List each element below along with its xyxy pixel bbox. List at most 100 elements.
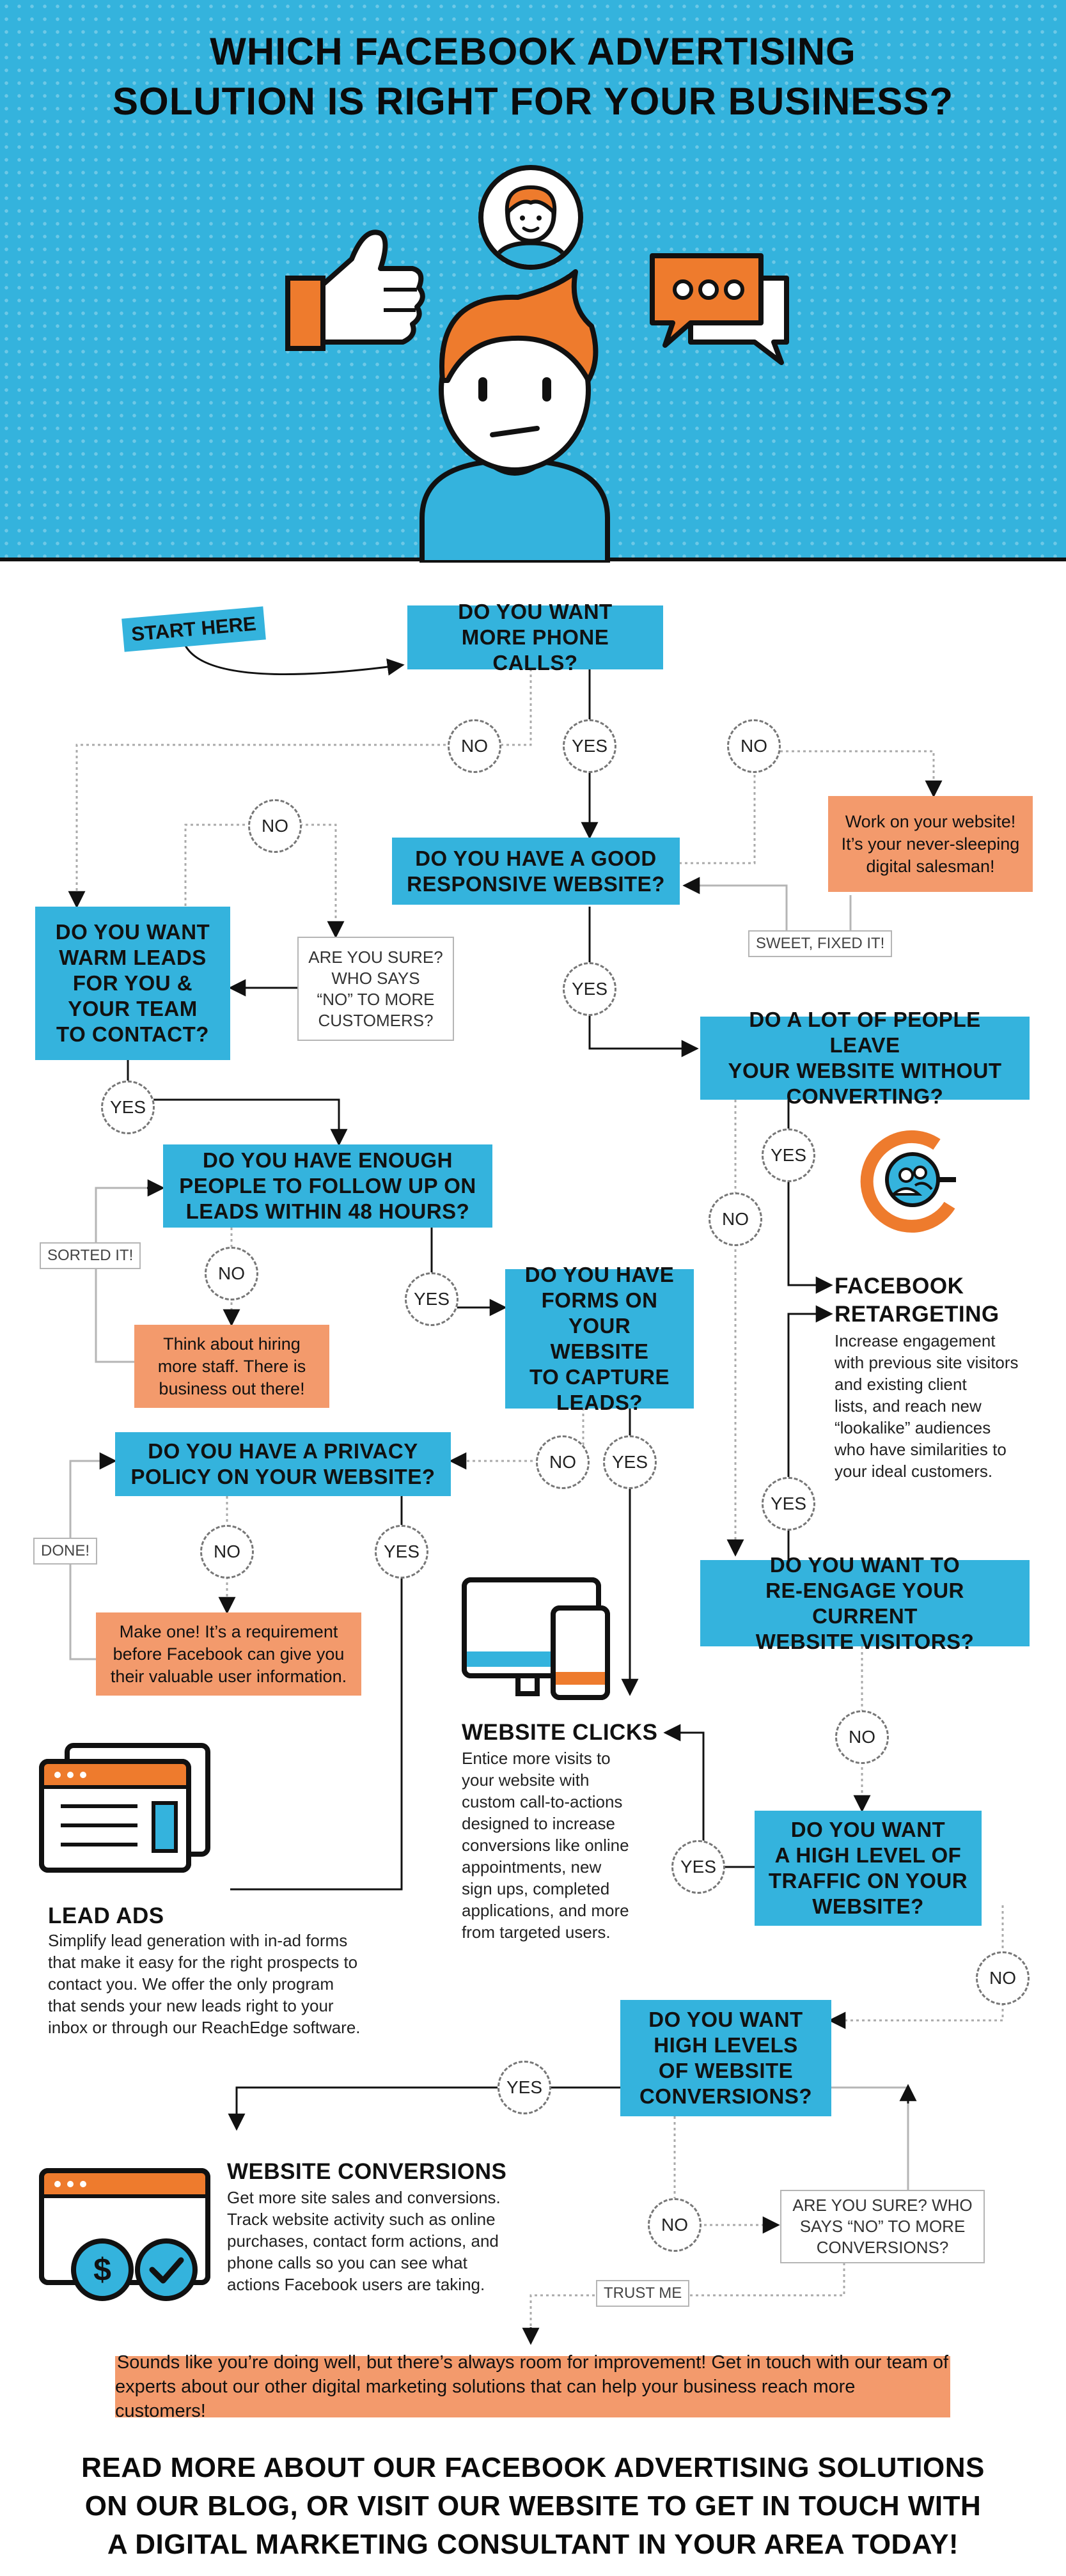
box-line: WHO SAYS (331, 968, 420, 988)
question-responsive-website[interactable]: DO YOU HAVE A GOOD RESPONSIVE WEBSITE? (392, 838, 680, 905)
retargeting-title: FACEBOOK RETARGETING (835, 1272, 999, 1329)
question-forms[interactable]: DO YOU HAVE FORMS ON YOUR WEBSITE TO CAP… (505, 1263, 694, 1414)
question-line: LEADS WITHIN 48 HOURS? (185, 1199, 470, 1223)
no-circle: NO (835, 1710, 889, 1764)
website-conversions-description: Get more site sales and conversions. Tra… (227, 2187, 501, 2295)
question-line: DO YOU HAVE A PRIVACY (148, 1439, 418, 1463)
desc-line: phone calls so you can see what (227, 2253, 467, 2272)
svg-text:$: $ (93, 2252, 111, 2288)
retargeting-icon (860, 1130, 956, 1233)
question-reengage[interactable]: DO YOU WANT TO RE-ENGAGE YOUR CURRENT WE… (700, 1553, 1030, 1653)
cta-line: A DIGITAL MARKETING CONSULTANT IN YOUR A… (107, 2529, 959, 2560)
no-circle: NO (709, 1192, 762, 1246)
question-line: PEOPLE TO FOLLOW UP ON (179, 1174, 476, 1198)
website-clicks-description: Entice more visits to your website with … (462, 1747, 629, 1943)
question-line: LEADS? (556, 1391, 643, 1414)
box-line: “NO” TO MORE (317, 989, 435, 1009)
lead-ads-icon (39, 1743, 210, 1873)
header-banner (0, 0, 1066, 559)
desc-line: from targeted users. (462, 1923, 611, 1942)
desc-line: actions Facebook users are taking. (227, 2275, 485, 2294)
question-line: YOUR WEBSITE WITHOUT (728, 1059, 1002, 1082)
are-you-sure-customers-box: ARE YOU SURE? WHO SAYS “NO” TO MORE CUST… (297, 937, 454, 1041)
title-line: WEBSITE CONVERSIONS (227, 2159, 507, 2184)
no-circle: NO (536, 1435, 590, 1489)
box-line: ARE YOU SURE? WHO (792, 2196, 973, 2215)
desc-line: that make it easy for the right prospect… (48, 1953, 358, 1972)
box-line: CUSTOMERS? (318, 1010, 434, 1030)
devices-icon (462, 1577, 610, 1700)
note-line: their valuable user information. (110, 1666, 347, 1686)
question-line: POLICY ON YOUR WEBSITE? (130, 1465, 435, 1488)
question-privacy-policy[interactable]: DO YOU HAVE A PRIVACY POLICY ON YOUR WEB… (115, 1432, 451, 1496)
thumbs-up-icon (285, 230, 425, 351)
yes-circle: YES (762, 1128, 815, 1182)
question-line: OF WEBSITE (658, 2059, 794, 2082)
tag-done: DONE! (33, 1538, 98, 1565)
note-hiring: Think about hiring more staff. There is … (134, 1325, 329, 1408)
yes-circle: YES (563, 962, 616, 1016)
avatar-icon (478, 165, 583, 270)
lead-ads-title: LEAD ADS (48, 1902, 164, 1930)
question-line: MORE PHONE CALLS? (461, 625, 609, 675)
yes-circle: YES (375, 1525, 428, 1579)
note-work-on-website: Work on your website! It’s your never-sl… (828, 796, 1033, 892)
question-line: RESPONSIVE WEBSITE? (407, 871, 665, 896)
question-traffic[interactable]: DO YOU WANT A HIGH LEVEL OF TRAFFIC ON Y… (755, 1811, 982, 1926)
note-line: business out there! (159, 1378, 305, 1398)
note-line: It’s your never-sleeping (841, 834, 1020, 854)
note-line: more staff. There is (157, 1356, 306, 1376)
no-circle: NO (205, 1247, 258, 1300)
question-warm-leads[interactable]: DO YOU WANT WARM LEADS FOR YOU & YOUR TE… (35, 907, 230, 1060)
website-conversions-title: WEBSITE CONVERSIONS (227, 2158, 506, 2186)
question-line: DO YOU HAVE A GOOD (415, 846, 657, 870)
question-phone-calls[interactable]: DO YOU WANT MORE PHONE CALLS? (407, 600, 663, 675)
desc-line: inbox or through our ReachEdge software. (48, 2018, 361, 2037)
question-line: DO YOU WANT TO (769, 1552, 960, 1577)
thinking-person-icon (419, 269, 610, 563)
question-line: WARM LEADS (59, 946, 207, 969)
cta-line: ON OUR BLOG, OR VISIT OUR WEBSITE TO GET… (84, 2490, 982, 2522)
desc-line: that sends your new leads right to your (48, 1996, 334, 2015)
page-title: WHICH FACEBOOK ADVERTISING SOLUTION IS R… (0, 27, 1066, 127)
website-clicks-title: WEBSITE CLICKS (462, 1719, 657, 1747)
yes-circle: YES (603, 1435, 657, 1489)
final-note: Sounds like you’re doing well, but there… (115, 2352, 950, 2421)
question-line: FORMS ON (541, 1288, 658, 1312)
conversions-icon: $ (39, 2168, 210, 2301)
question-line: A HIGH LEVEL OF (774, 1843, 962, 1867)
note-line: before Facebook can give you (113, 1644, 345, 1664)
desc-line: with previous site visitors (835, 1353, 1019, 1372)
question-line: WEBSITE VISITORS? (755, 1629, 975, 1653)
question-line: DO YOU HAVE (524, 1263, 675, 1286)
note-make-one: Make one! It’s a requirement before Face… (96, 1612, 361, 1696)
question-line: WEBSITE? (812, 1894, 924, 1918)
desc-line: custom call-to-actions (462, 1792, 623, 1811)
question-line: YOUR WEBSITE (550, 1314, 649, 1363)
lead-ads-description: Simplify lead generation with in-ad form… (48, 1930, 361, 2038)
question-enough-people[interactable]: DO YOU HAVE ENOUGH PEOPLE TO FOLLOW UP O… (163, 1144, 492, 1228)
yes-circle: YES (762, 1477, 815, 1531)
question-line: TO CONTACT? (56, 1022, 209, 1046)
question-line: YOUR TEAM (68, 997, 198, 1020)
question-line: TRAFFIC ON YOUR (768, 1869, 968, 1893)
desc-line: lists, and reach new (835, 1396, 982, 1416)
question-line: DO A LOT OF PEOPLE LEAVE (749, 1008, 981, 1057)
question-line: FOR YOU & (72, 971, 193, 995)
tag-sweet-fixed: SWEET, FIXED IT! (748, 930, 893, 957)
chat-bubbles-icon (650, 253, 789, 365)
no-circle: NO (976, 1951, 1030, 2005)
yes-circle: YES (101, 1081, 155, 1134)
yes-circle: YES (405, 1272, 459, 1326)
question-line: CONVERSIONS? (639, 2084, 813, 2108)
question-line: DO YOU WANT (790, 1818, 946, 1841)
question-leave-website[interactable]: DO A LOT OF PEOPLE LEAVE YOUR WEBSITE WI… (700, 1008, 1030, 1108)
cta-line: READ MORE ABOUT OUR FACEBOOK ADVERTISING… (81, 2452, 985, 2483)
desc-line: purchases, contact form actions, and (227, 2231, 499, 2251)
no-circle: NO (248, 799, 302, 853)
question-line: RE-ENGAGE YOUR CURRENT (765, 1578, 964, 1628)
question-conversions[interactable]: DO YOU WANT HIGH LEVELS OF WEBSITE CONVE… (620, 2000, 831, 2116)
title-line: SOLUTION IS RIGHT FOR YOUR BUSINESS? (113, 80, 953, 123)
question-line: DO YOU HAVE ENOUGH (203, 1148, 453, 1172)
